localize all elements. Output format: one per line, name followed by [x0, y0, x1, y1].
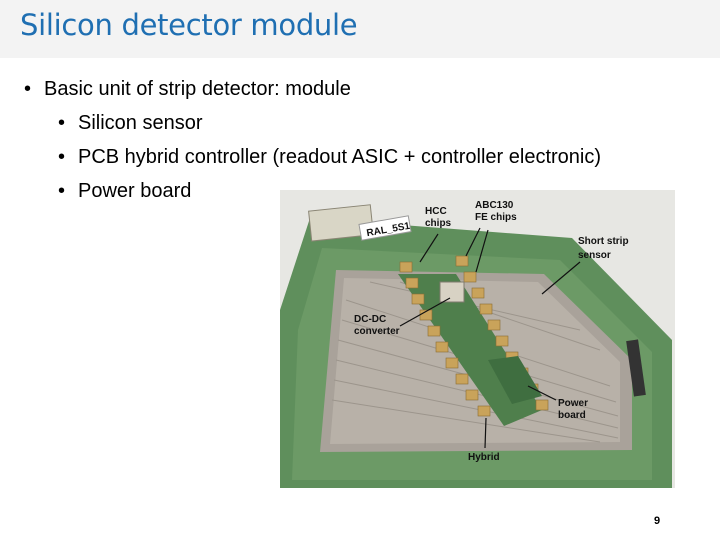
- abc-chips-left: [399, 261, 491, 417]
- connector-top: [308, 204, 374, 242]
- bullet-text: Basic unit of strip detector: module: [44, 78, 351, 100]
- module-photo: RAL_5S1: [280, 190, 675, 488]
- label-power-line2: board: [558, 410, 586, 421]
- board-label: [358, 215, 412, 241]
- label-abc-line2: FE chips: [475, 212, 517, 223]
- slide-title: Silicon detector module: [20, 8, 358, 42]
- label-hcc-line2: chips: [425, 218, 452, 229]
- bullet-text: Silicon sensor: [78, 112, 203, 134]
- label-dcdc-line2: converter: [354, 326, 400, 337]
- power-board: [488, 356, 542, 404]
- bullet-dot: •: [58, 146, 66, 168]
- title-bar: Silicon detector module: [0, 0, 720, 58]
- label-dcdc-line1: DC-DC: [354, 314, 386, 325]
- bullet-dot: •: [24, 78, 32, 100]
- bullet-text: Power board: [78, 180, 192, 202]
- label-hybrid: Hybrid: [468, 452, 500, 463]
- module-photo-graphic: RAL_5S1: [280, 190, 675, 488]
- photo-labels: HCC chips ABC130 FE chips Short strip se…: [354, 200, 629, 463]
- page-number: 9: [654, 515, 661, 527]
- bullet-dot: •: [58, 112, 66, 134]
- label-power-line1: Power: [558, 398, 588, 409]
- label-abc-line1: ABC130: [475, 200, 514, 211]
- label-sensor-line1: Short strip: [578, 236, 629, 247]
- connector-right: [626, 339, 646, 397]
- bullet-text: PCB hybrid controller (readout ASIC + co…: [78, 146, 602, 168]
- label-hcc-line1: HCC: [425, 206, 447, 217]
- bullet-dot: •: [58, 180, 66, 202]
- dcdc-shield: [439, 281, 465, 303]
- label-sensor-line2: sensor: [578, 250, 611, 261]
- annotation-arrows: [399, 227, 581, 449]
